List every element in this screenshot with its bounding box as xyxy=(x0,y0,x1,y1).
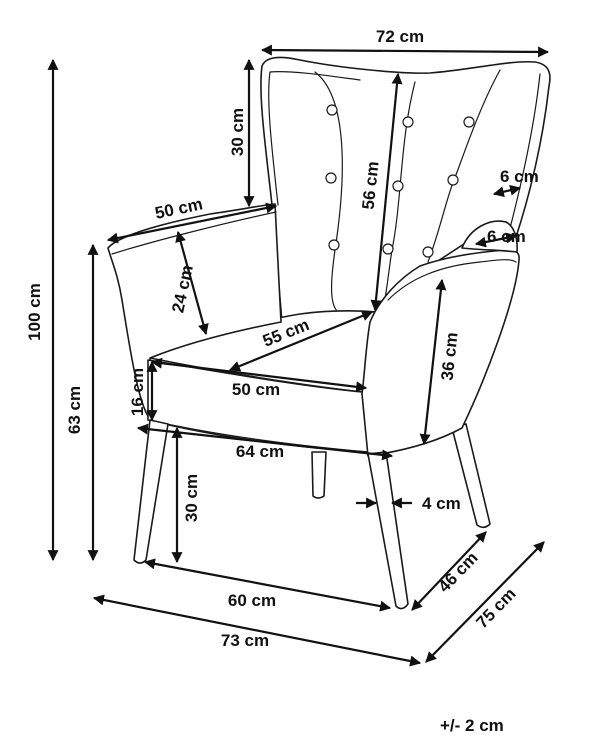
tufting-button xyxy=(326,104,338,116)
tufting-seam xyxy=(314,71,343,313)
label-seat-width: 50 cm xyxy=(232,380,280,399)
tufting-button xyxy=(382,243,394,255)
dimension-arrow-seat-width xyxy=(150,357,368,393)
back-left-leg xyxy=(311,451,327,499)
back-right-leg xyxy=(451,423,491,529)
label-back-top: 30 cm xyxy=(228,108,247,156)
dimension-arrow-wing-width xyxy=(492,184,522,198)
label-leg-height: 30 cm xyxy=(182,474,201,522)
label-height-total: 100 cm xyxy=(25,283,44,341)
dimension-arrow-total-depth xyxy=(425,541,545,663)
tufting-button xyxy=(447,174,459,186)
label-leg-span-depth: 46 cm xyxy=(434,548,481,596)
wing-inner-edge xyxy=(507,73,541,237)
dimension-arrow-arm-depth xyxy=(106,202,278,244)
tufting-button xyxy=(422,246,434,258)
label-arm-side-height: 36 cm xyxy=(438,331,462,381)
tufting-button xyxy=(328,239,340,251)
label-base-width: 64 cm xyxy=(236,442,284,461)
tufting-button xyxy=(402,116,414,128)
label-back-height: 56 cm xyxy=(359,160,383,210)
tufting-button xyxy=(325,172,337,184)
front-left-leg xyxy=(133,419,169,564)
right-armrest-top-edge xyxy=(387,259,517,301)
label-leg-width: 4 cm xyxy=(422,494,461,513)
tufting-button xyxy=(463,116,475,128)
label-wing-width: 6 cm xyxy=(500,167,539,186)
armchair-illustration xyxy=(107,56,551,610)
label-width-top: 72 cm xyxy=(376,27,424,46)
dimension-arrow-back-height xyxy=(370,72,403,312)
label-total-width: 73 cm xyxy=(221,631,269,650)
dimension-arrow-arm-height xyxy=(175,230,209,336)
dimension-arrow-width-top xyxy=(260,44,550,58)
dimension-arrow-arm-side-height xyxy=(419,278,447,446)
tufting-button xyxy=(392,180,404,192)
dimension-arrow-arm-width xyxy=(474,232,518,248)
backrest-inner-edge xyxy=(268,71,361,206)
label-arm-width: 6 cm xyxy=(487,227,526,246)
label-arm-to-floor: 63 cm xyxy=(65,386,84,434)
front-right-leg xyxy=(367,451,409,610)
dimension-arrow-total-width xyxy=(92,594,422,667)
label-seat-cushion: 16 cm xyxy=(128,368,147,416)
dimension-lines xyxy=(47,44,550,667)
label-leg-span-width: 60 cm xyxy=(228,591,276,610)
tolerance-note: +/- 2 cm xyxy=(440,716,504,735)
backrest xyxy=(260,56,551,323)
